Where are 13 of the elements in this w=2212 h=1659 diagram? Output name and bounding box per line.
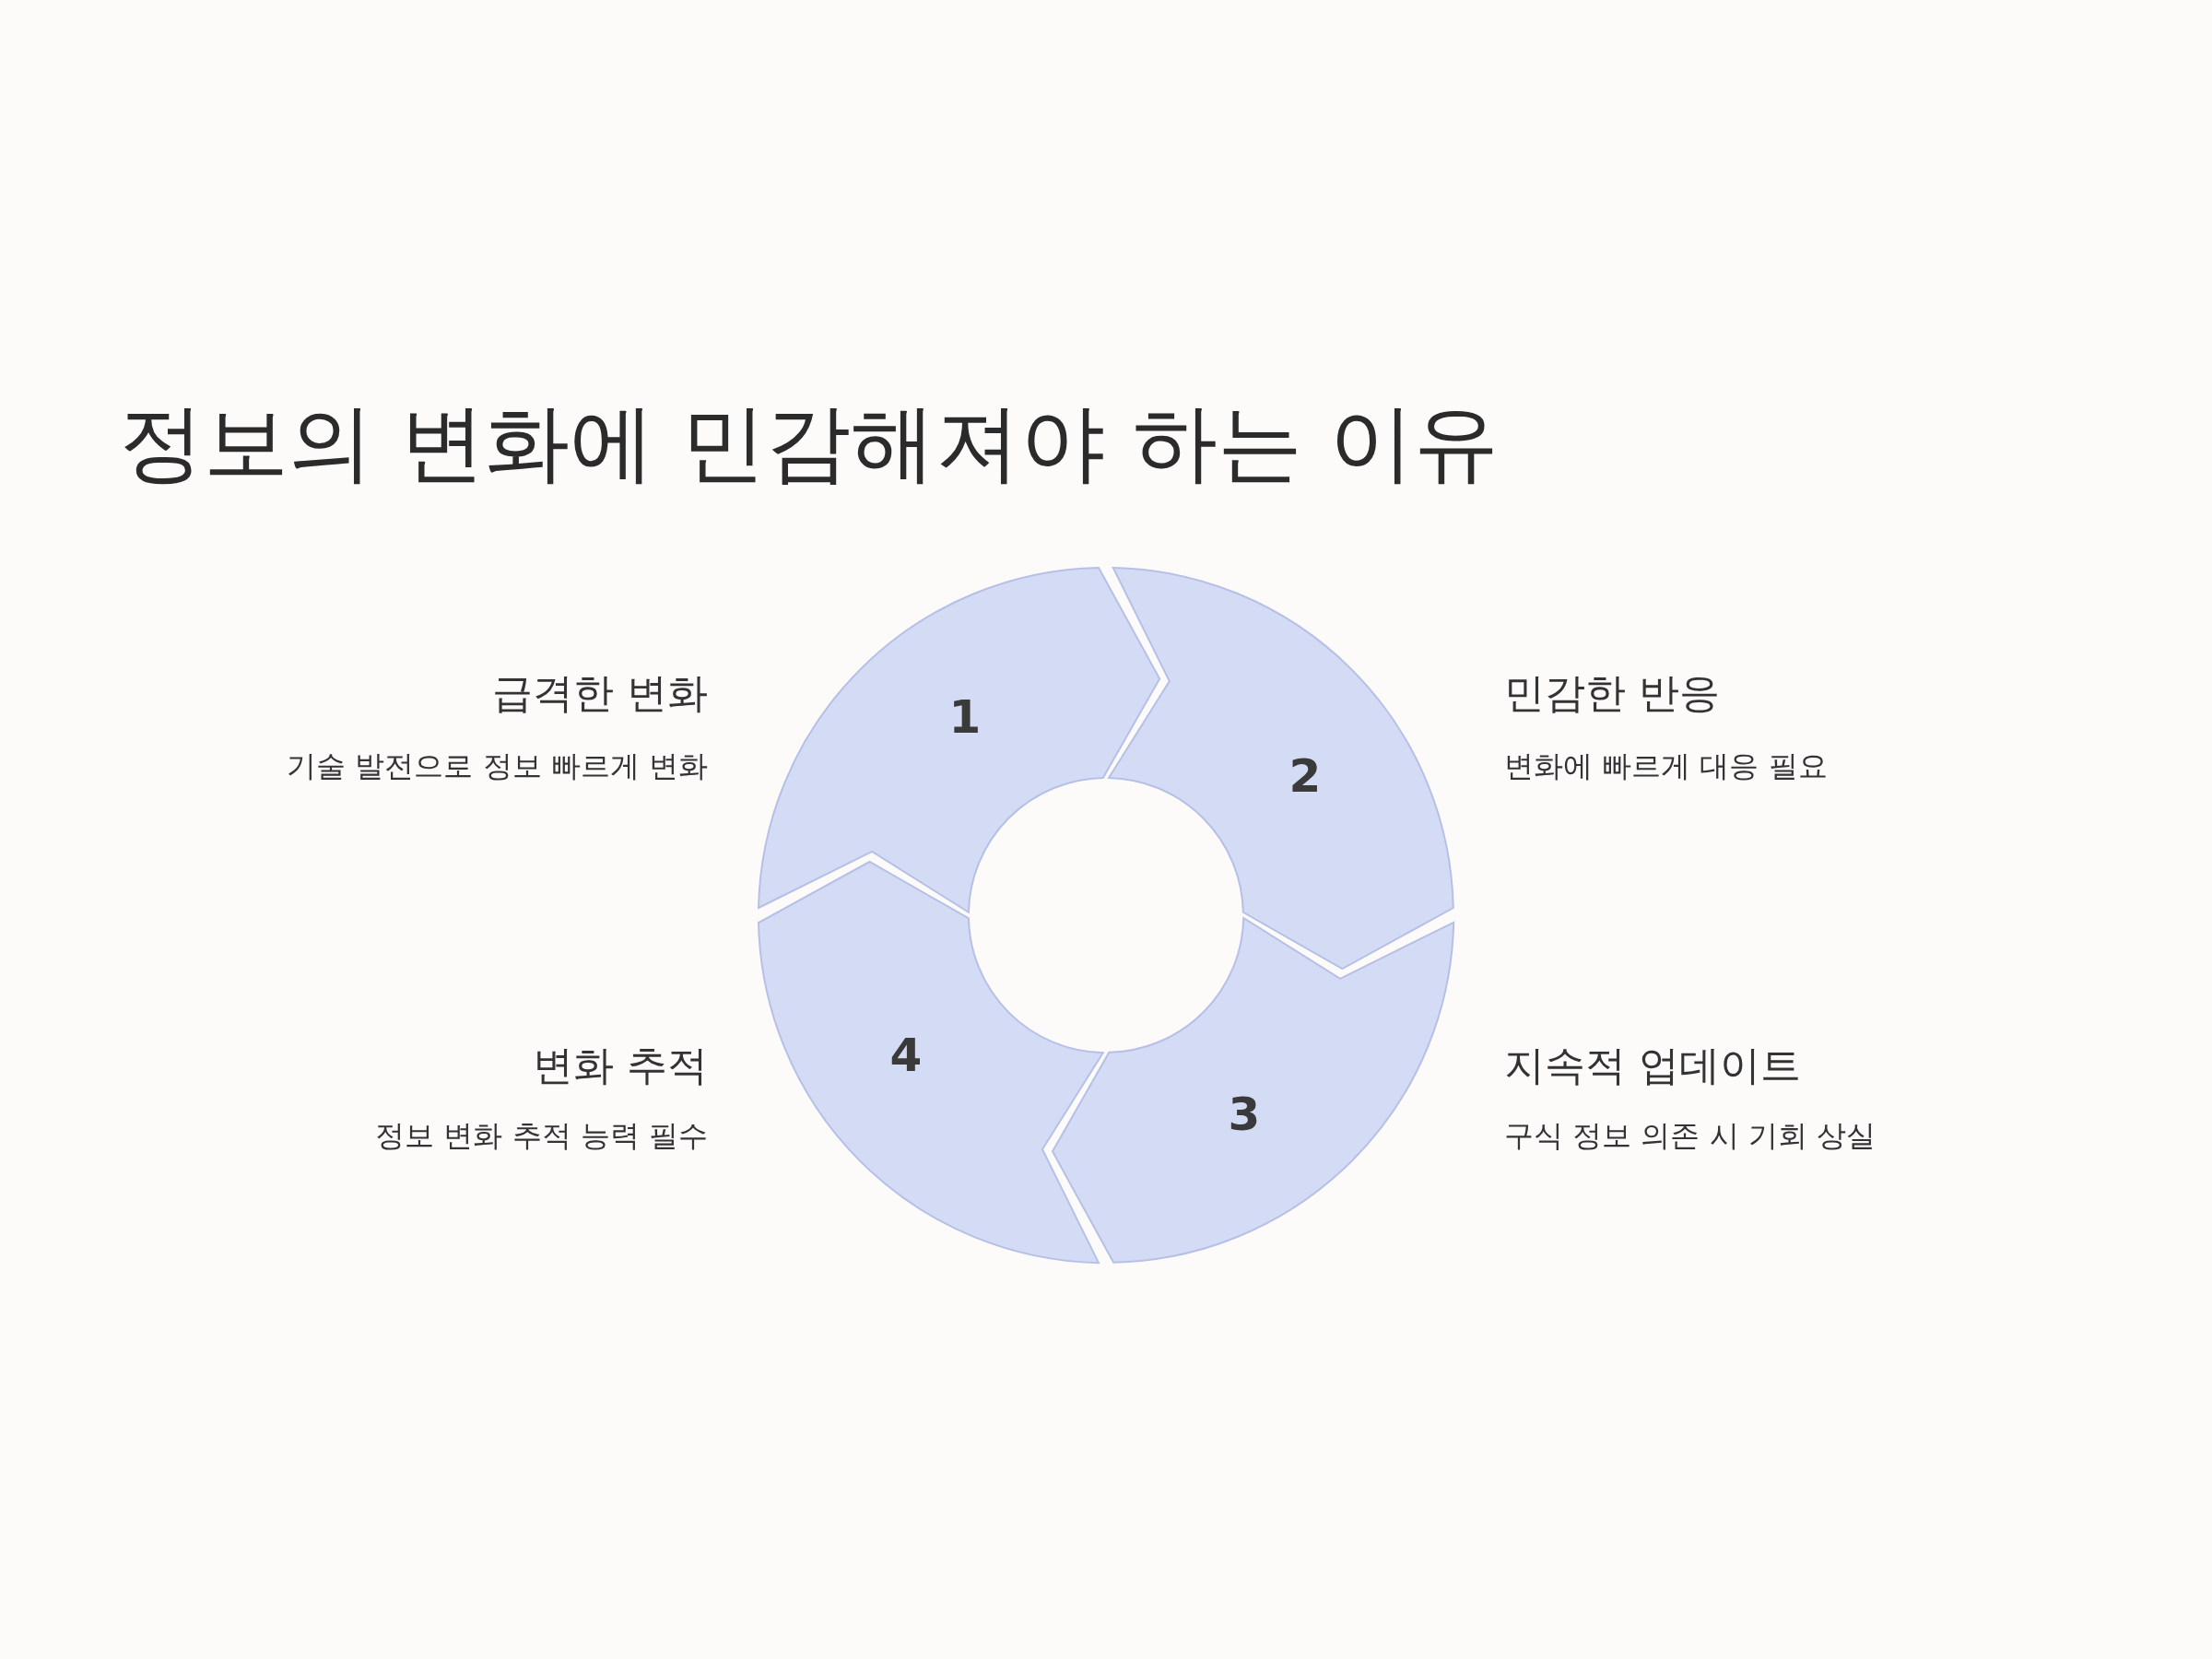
step-description: 구식 정보 의존 시 기회 상실 bbox=[1504, 1117, 1876, 1154]
title: 정보의 변화에 민감해져야 하는 이유 bbox=[119, 396, 1499, 490]
step-number: 1 bbox=[948, 694, 982, 740]
step-description: 정보 변화 추적 능력 필수 bbox=[375, 1117, 708, 1154]
step-heading: 급격한 변화 bbox=[492, 668, 708, 718]
step-number: 2 bbox=[1288, 753, 1322, 799]
step-description: 기술 발전으로 정보 빠르게 변화 bbox=[287, 747, 708, 784]
step-heading: 변화 추적 bbox=[533, 1041, 708, 1090]
step-heading: 지속적 업데이트 bbox=[1504, 1041, 1801, 1090]
step-number: 3 bbox=[1228, 1091, 1261, 1137]
step-heading: 민감한 반응 bbox=[1504, 668, 1720, 718]
step-description: 변화에 빠르게 대응 필요 bbox=[1504, 747, 1828, 784]
step-number: 4 bbox=[889, 1032, 923, 1078]
